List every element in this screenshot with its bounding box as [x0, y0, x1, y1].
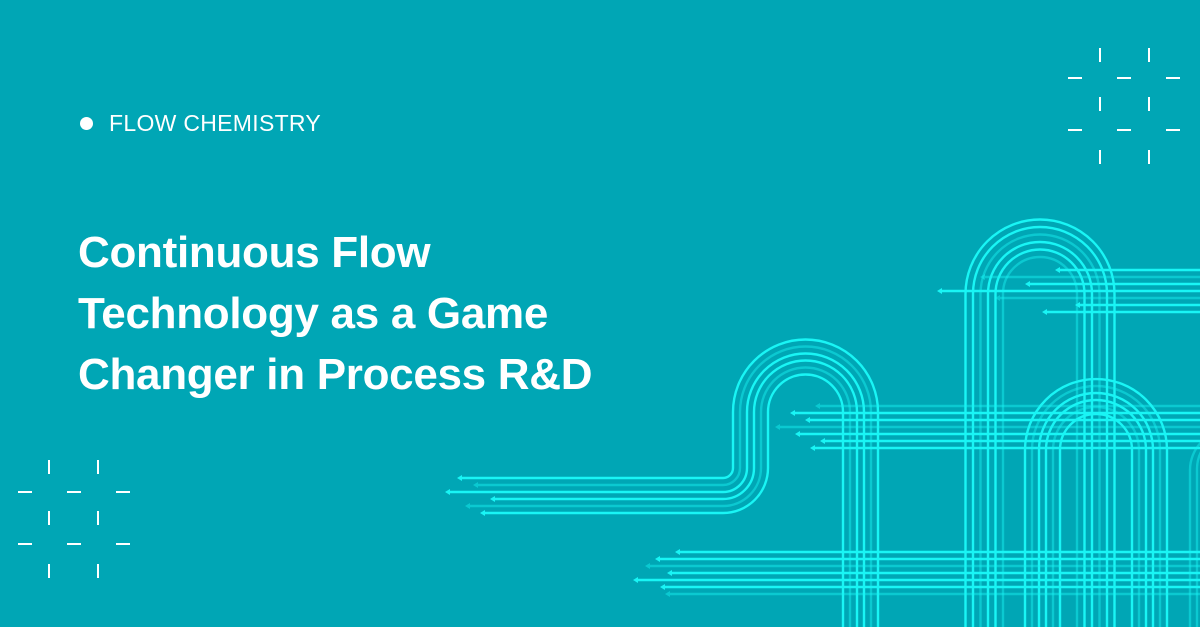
tick-mark	[97, 460, 99, 474]
arrow-icon	[655, 556, 660, 562]
flow-line	[1030, 384, 1162, 627]
tick-mark	[67, 543, 81, 545]
arrow-icon	[820, 438, 825, 444]
tick-mark	[1117, 77, 1131, 79]
arrow-icon	[645, 563, 650, 569]
arrow-icon	[490, 496, 495, 502]
arrow-icon	[445, 489, 450, 495]
tick-mark	[18, 491, 32, 493]
flow-line	[986, 240, 1094, 627]
flow-line	[979, 233, 1101, 627]
page-title: Continuous Flow Technology as a Game Cha…	[78, 222, 593, 405]
tick-mark	[1117, 129, 1131, 131]
arrow-icon	[675, 549, 680, 555]
flow-line	[1023, 377, 1169, 627]
arrow-icon	[473, 482, 478, 488]
arrow-icon	[790, 410, 795, 416]
tick-mark	[1148, 48, 1150, 62]
arrow-icon	[980, 274, 985, 280]
flow-line	[964, 218, 1116, 627]
tick-mark	[67, 491, 81, 493]
title-line-3: Changer in Process R&D	[78, 350, 593, 399]
tick-mark	[1148, 97, 1150, 111]
tick-mark	[1099, 48, 1101, 62]
tick-mark	[116, 491, 130, 493]
dot-icon	[80, 117, 93, 130]
tick-mark	[1148, 150, 1150, 164]
arrow-icon	[1042, 309, 1047, 315]
tick-mark	[48, 460, 50, 474]
tick-mark	[1099, 97, 1101, 111]
arrow-icon	[805, 417, 810, 423]
arrow-icon	[937, 288, 942, 294]
tick-mark	[116, 543, 130, 545]
tick-mark	[1166, 129, 1180, 131]
arrow-icon	[995, 295, 1000, 301]
tick-mark	[1099, 150, 1101, 164]
tick-mark	[18, 543, 32, 545]
flow-line	[485, 373, 845, 627]
arrow-icon	[480, 510, 485, 516]
arrow-icon	[1025, 281, 1030, 287]
arrow-icon	[665, 591, 670, 597]
flow-line	[994, 248, 1086, 627]
flow-line	[1037, 391, 1155, 627]
arrow-icon	[457, 475, 462, 481]
category-label: FLOW CHEMISTRY	[80, 110, 321, 137]
title-line-1: Continuous Flow	[78, 228, 431, 277]
flow-line	[971, 225, 1109, 627]
flow-line	[1051, 405, 1141, 627]
tick-mark	[97, 564, 99, 578]
arrow-icon	[795, 431, 800, 437]
tick-mark	[48, 511, 50, 525]
flow-line	[1195, 451, 1200, 627]
category-text: FLOW CHEMISTRY	[109, 110, 322, 136]
flow-line	[462, 338, 880, 627]
tick-mark	[97, 511, 99, 525]
flow-line	[495, 359, 859, 627]
flow-line	[478, 345, 873, 627]
arrow-icon	[1055, 267, 1060, 273]
arrow-icon	[633, 577, 638, 583]
arrow-icon	[660, 584, 665, 590]
flow-line	[1058, 412, 1134, 627]
arrow-icon	[810, 445, 815, 451]
arrow-icon	[667, 570, 672, 576]
flow-line	[470, 366, 852, 627]
tick-mark	[1068, 129, 1082, 131]
arrow-icon	[465, 503, 470, 509]
tick-mark	[1068, 77, 1082, 79]
title-line-2: Technology as a Game	[78, 289, 549, 338]
flow-line	[1044, 398, 1148, 627]
arrow-icon	[815, 403, 820, 409]
tick-mark	[1166, 77, 1180, 79]
tick-mark	[48, 564, 50, 578]
flow-line	[450, 352, 866, 627]
flow-line	[1001, 255, 1079, 627]
arrow-icon	[1075, 302, 1080, 308]
arrow-icon	[775, 424, 780, 430]
